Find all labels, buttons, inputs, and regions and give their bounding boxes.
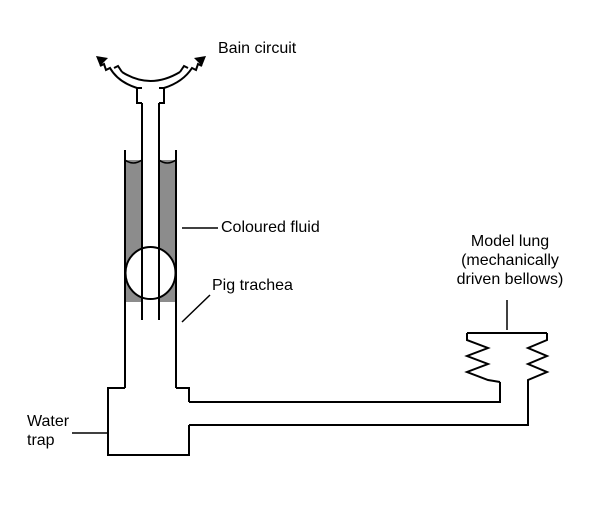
label-water-trap: Water trap bbox=[27, 412, 69, 450]
water-trap bbox=[107, 387, 190, 456]
leader-lines bbox=[72, 227, 508, 434]
model-lung-bellows bbox=[464, 332, 550, 383]
label-water-trap-line1: Water bbox=[27, 413, 70, 430]
label-bain-circuit: Bain circuit bbox=[218, 40, 297, 57]
trachea-cuff bbox=[124, 246, 177, 300]
label-pig-trachea: Pig trachea bbox=[212, 277, 293, 294]
label-water-trap-line2: trap bbox=[27, 432, 55, 449]
endotracheal-tube bbox=[141, 103, 160, 320]
label-model-lung-line2: (mechanically bbox=[461, 252, 559, 269]
label-model-lung-line3: driven bellows) bbox=[456, 271, 564, 288]
pig-trachea-tube bbox=[124, 150, 177, 388]
label-model-lung: Model lung (mechanically driven bellows) bbox=[448, 232, 572, 289]
label-coloured-fluid: Coloured fluid bbox=[221, 219, 320, 236]
connecting-pipe bbox=[189, 382, 529, 426]
flow-arrows bbox=[96, 56, 206, 66]
bain-circuit-connector bbox=[99, 62, 203, 104]
label-model-lung-line1: Model lung bbox=[470, 233, 550, 250]
